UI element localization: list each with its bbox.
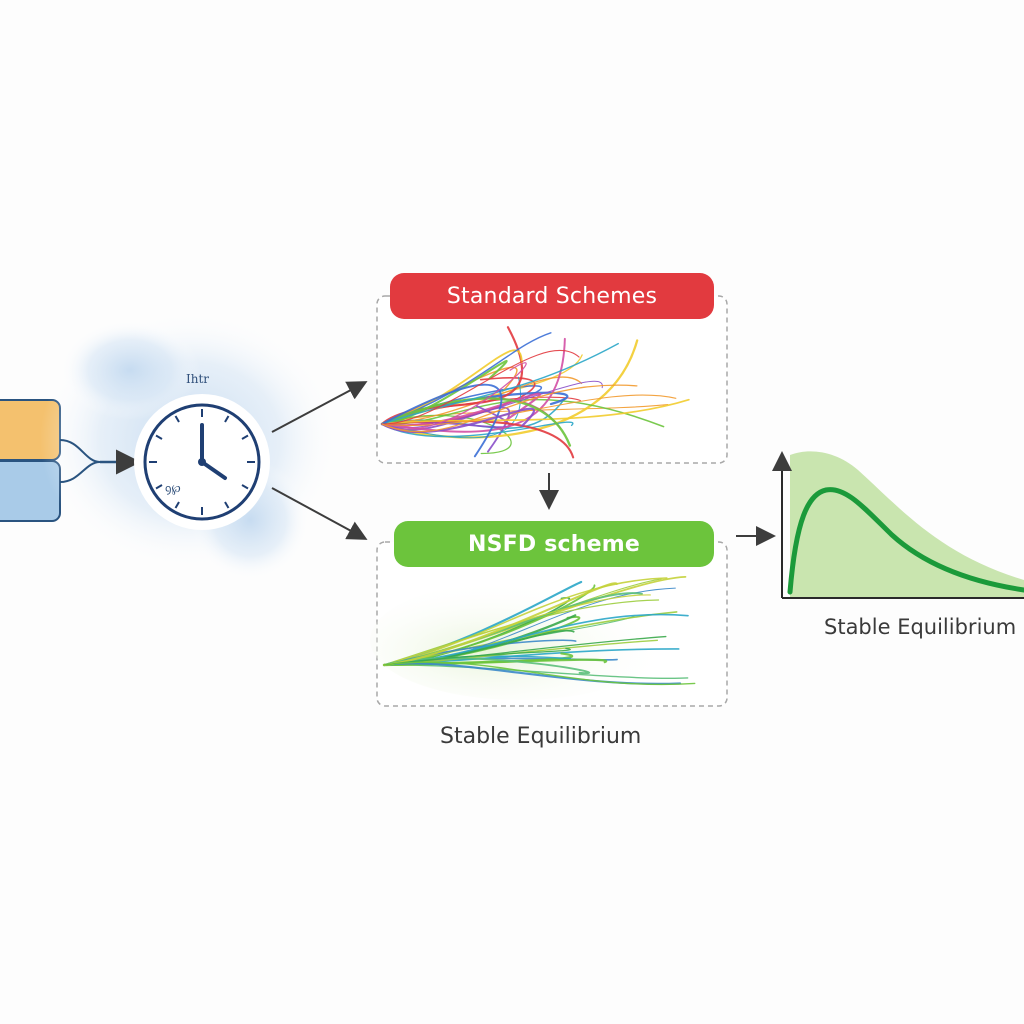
standard-trajectory-line xyxy=(380,397,572,447)
standard-trajectory-line xyxy=(381,384,638,433)
standard-trajectory-line xyxy=(381,362,527,430)
standard-panel xyxy=(376,295,728,464)
standard-schemes-label: Standard Schemes xyxy=(390,273,714,319)
standard-trajectories xyxy=(380,326,690,459)
nsfd-trajectory-line xyxy=(383,577,668,666)
stable-equilibrium-caption: Stable Equilibrium xyxy=(440,724,642,749)
equilibrium-curve xyxy=(787,487,1024,595)
nsfd-scheme-label: NSFD scheme xyxy=(394,521,714,567)
clock-icon: ꝯ℘ xyxy=(134,394,270,530)
nsfd-trajectory-line xyxy=(382,580,583,667)
stable-equilibrium-plot-caption: Stable Equilibrium xyxy=(824,615,1017,639)
input-connector-lower xyxy=(59,461,101,483)
standard-trajectory-line xyxy=(381,376,583,425)
nsfd-trajectory-line xyxy=(383,661,696,686)
standard-trajectory-line xyxy=(381,349,580,425)
arrow-to-standard xyxy=(271,381,368,433)
svg-text:ꝯ℘: ꝯ℘ xyxy=(165,482,181,495)
standard-trajectory-line xyxy=(381,383,503,458)
arrow-to-nsfd xyxy=(271,487,368,540)
standard-trajectory-line xyxy=(380,359,508,426)
equilibrium-area xyxy=(790,451,1024,598)
nsfd-trajectories xyxy=(382,575,696,686)
nsfd-trajectory-line xyxy=(383,647,571,666)
clock-caption: Ihtr xyxy=(186,372,210,386)
nsfd-trajectory-line xyxy=(382,582,618,667)
standard-trajectory-line xyxy=(381,421,574,438)
equilibrium-plot xyxy=(772,451,1024,599)
